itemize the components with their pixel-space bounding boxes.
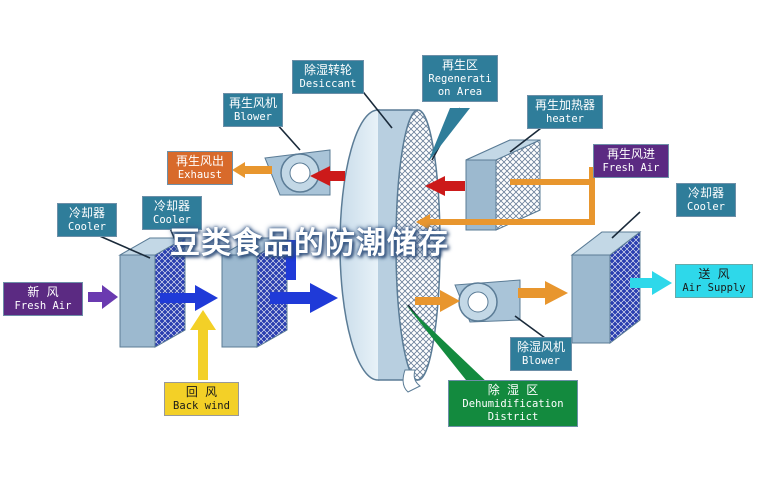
cooler-3-label-cn: 冷却器 xyxy=(687,186,724,200)
air-supply-label-en: Air Supply xyxy=(682,282,746,294)
exhaust-arrows xyxy=(232,162,465,196)
regen-heater-label-en: heater xyxy=(546,113,584,125)
regen-heater-label: 再生加热器 heater xyxy=(527,95,603,129)
dehum-orange-arrows xyxy=(415,281,568,312)
regen-fresh-air-label: 再生风进 Fresh Air xyxy=(593,144,669,178)
dehum-blower-label-cn: 除湿风机 xyxy=(516,340,565,354)
back-wind-label-en: Back wind xyxy=(173,400,230,412)
regeneration-label-cn: 再生区 xyxy=(441,58,478,72)
cooler-2-label-en: Cooler xyxy=(153,214,191,226)
teal-callout-wedge xyxy=(428,108,470,162)
desiccant-label-en: Desiccant xyxy=(299,78,357,90)
air-supply-label: 送 风 Air Supply xyxy=(675,264,753,298)
cooler-1-label-en: Cooler xyxy=(68,221,106,233)
exhaust-label-en: Exhaust xyxy=(177,169,223,181)
fresh-air-label-cn: 新 风 xyxy=(27,285,59,299)
dehum-blower-label-en: Blower xyxy=(522,355,560,367)
dehum-blower-label: 除湿风机 Blower xyxy=(510,337,572,371)
back-wind-label: 回 风 Back wind xyxy=(164,382,239,416)
dehum-district-label-cn: 除 湿 区 xyxy=(487,383,539,397)
dehum-district-label-en1: Dehumidification xyxy=(462,398,564,410)
supply-arrow xyxy=(630,271,672,295)
exhaust-label-cn: 再生风出 xyxy=(175,154,224,168)
green-callout-wedge xyxy=(406,305,490,385)
regeneration-label: 再生区 Regenerati on Area xyxy=(422,55,498,102)
regen-blower xyxy=(264,149,331,196)
blue-flow-arrows xyxy=(160,240,338,313)
cooler-1 xyxy=(118,237,187,348)
cooler-1-label-cn: 冷却器 xyxy=(68,206,105,220)
regen-blower-label: 再生风机 Blower xyxy=(223,93,283,127)
back-wind-arrow xyxy=(190,310,216,380)
cooler-3-label-en: Cooler xyxy=(687,201,725,213)
cooler-3-label: 冷却器 Cooler xyxy=(676,183,736,217)
fresh-air-label-en: Fresh Air xyxy=(14,300,72,312)
regen-heater-label-cn: 再生加热器 xyxy=(534,98,595,112)
regen-blower-label-cn: 再生风机 xyxy=(228,96,277,110)
regen-fresh-air-label-en: Fresh Air xyxy=(602,162,660,174)
air-supply-label-cn: 送 风 xyxy=(698,267,730,281)
dehum-blower xyxy=(454,279,521,323)
cooler-2-label-cn: 冷却器 xyxy=(153,199,190,213)
desiccant-wheel xyxy=(339,109,441,393)
dehum-district-label-en2: District xyxy=(487,411,539,423)
fresh-air-label: 新 风 Fresh Air xyxy=(3,282,83,316)
exhaust-label: 再生风出 Exhaust xyxy=(167,151,233,185)
regen-fresh-air-label-cn: 再生风进 xyxy=(606,147,655,161)
fresh-air-arrow xyxy=(88,285,118,309)
regen-blower-label-en: Blower xyxy=(234,111,272,123)
regeneration-label-en2: on Area xyxy=(437,86,483,98)
desiccant-label-cn: 除湿转轮 xyxy=(303,63,352,77)
cooler-2-label: 冷却器 Cooler xyxy=(142,196,202,230)
overlay-title: 豆类食品的防潮储存 xyxy=(170,226,449,261)
desiccant-label: 除湿转轮 Desiccant xyxy=(292,60,364,94)
cooler-3 xyxy=(570,230,642,345)
cooler-1-label: 冷却器 Cooler xyxy=(57,203,117,237)
dehum-district-label: 除 湿 区 Dehumidification District xyxy=(448,380,578,427)
back-wind-label-cn: 回 风 xyxy=(185,385,218,399)
regeneration-label-en1: Regenerati xyxy=(428,73,492,85)
